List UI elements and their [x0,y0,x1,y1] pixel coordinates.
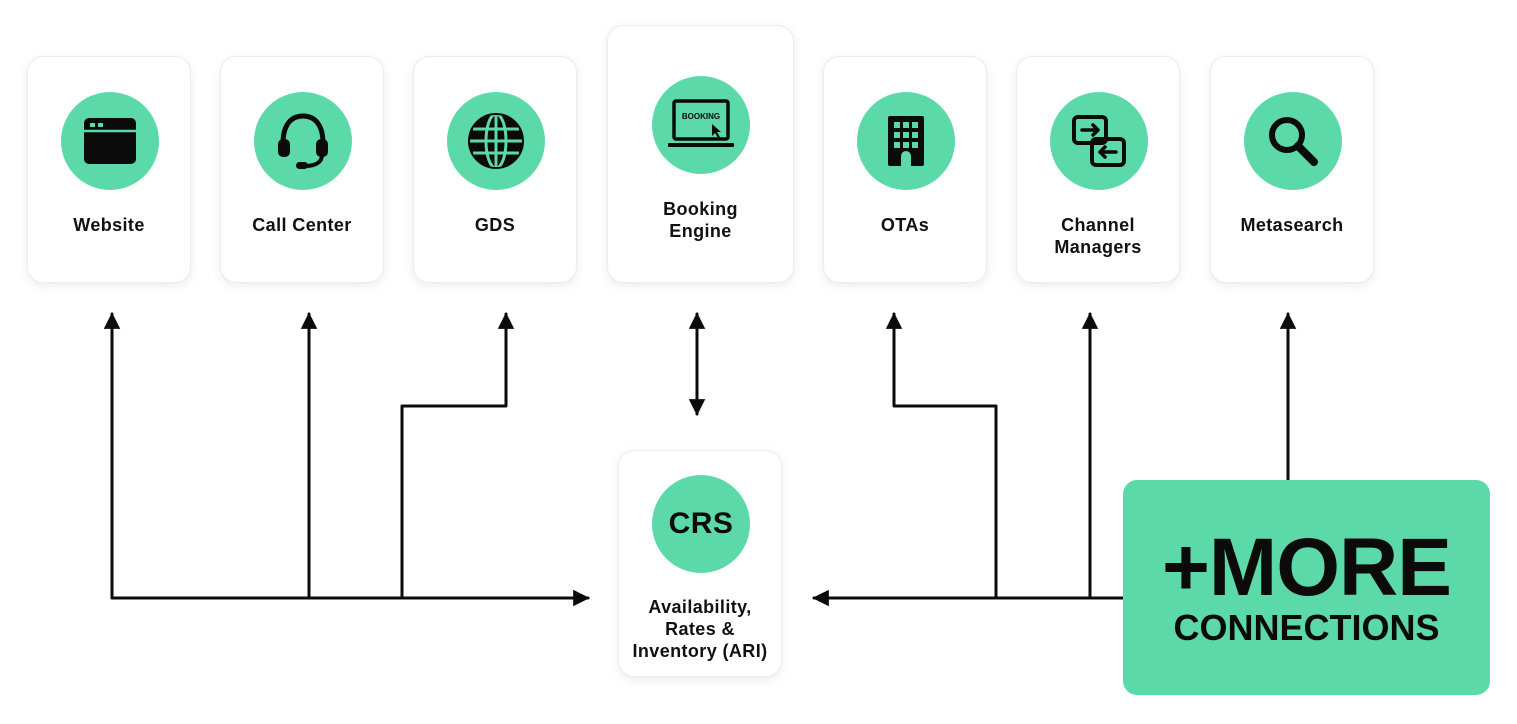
channel-card-booking-engine: BOOKING Booking Engine [607,25,794,283]
booking-icon-text: BOOKING [682,112,720,121]
globe-icon [447,92,545,190]
channel-label-channel-managers: Channel Managers [1054,215,1142,257]
channel-card-website: Website [27,56,191,283]
booking-laptop-icon: BOOKING [652,76,750,174]
crs-badge-text: CRS [668,507,734,540]
browser-window-icon [61,92,159,190]
building-icon [857,92,955,190]
channel-label-gds: GDS [474,215,516,235]
channel-label-call-center: Call Center [252,215,352,235]
headset-icon [254,92,352,190]
gds-connector [400,312,515,600]
more-connections-box: +MORE CONNECTIONS [1123,480,1490,695]
crs-badge: CRS [652,475,750,573]
more-connections-subtitle: CONNECTIONS [1173,607,1440,648]
channel-label-booking-engine: Booking Engine [663,199,738,241]
channel-card-channel-managers: Channel Managers [1016,56,1180,283]
crs-label: Availability, Rates & Inventory (ARI) [632,597,768,661]
channel-card-gds: GDS [413,56,577,283]
exchange-icon [1050,92,1148,190]
channel-card-call-center: Call Center [220,56,384,283]
otas-connector [885,312,998,600]
channel-label-metasearch: Metasearch [1240,215,1344,235]
channel-card-otas: OTAs [823,56,987,283]
channel-label-otas: OTAs [880,215,930,235]
more-connections-title: +MORE [1162,522,1452,613]
channel-card-metasearch: Metasearch [1210,56,1374,283]
crs-card: CRS Availability, Rates & Inventory (ARI… [618,450,782,677]
search-icon [1244,92,1342,190]
channel-label-website: Website [73,215,145,235]
